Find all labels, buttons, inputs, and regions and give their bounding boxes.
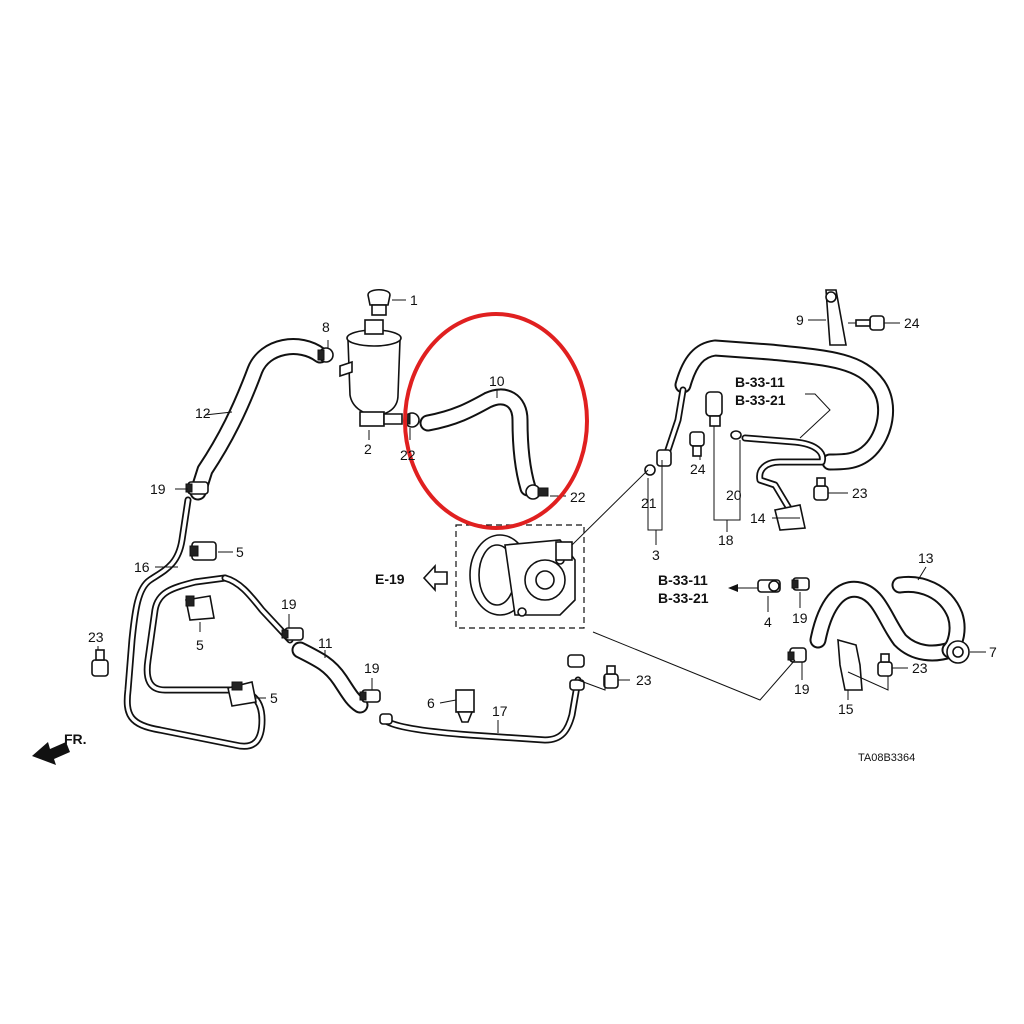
clamp-22-right (525, 484, 549, 500)
callout-19-d: 19 (792, 610, 808, 626)
pipe-3 (664, 386, 687, 454)
clamp-19-b (281, 627, 304, 641)
pipe-16 (123, 496, 294, 750)
callout-10: 10 (489, 373, 505, 389)
e19-arrow (422, 563, 448, 593)
front-arrow: FR. (32, 731, 87, 765)
clamp-19-d (791, 577, 810, 591)
reference-codes: E-19 B-33-11 B-33-21 B-33-11 B-33-21 TA0… (375, 374, 915, 764)
pipe-14 (741, 434, 826, 514)
callout-21: 21 (641, 495, 657, 511)
callout-18: 18 (718, 532, 734, 548)
clamp-19-a (185, 481, 209, 495)
clamp-5-c (227, 681, 257, 707)
callout-22-b: 22 (570, 489, 586, 505)
callout-23-b: 23 (636, 672, 652, 688)
pipe-17 (384, 676, 582, 744)
hose-12 (189, 338, 329, 501)
bolt-23-b (603, 665, 619, 689)
clamp-19-e (787, 647, 807, 663)
bolt-23-c (813, 477, 829, 501)
front-label: FR. (64, 731, 87, 747)
callout-14: 14 (750, 510, 766, 526)
callout-22-a: 22 (400, 447, 416, 463)
callout-23-c: 23 (852, 485, 868, 501)
callout-11: 11 (318, 635, 333, 651)
bracket-9 (825, 289, 847, 346)
cap-1 (367, 288, 391, 316)
diagram-code: TA08B3364 (858, 752, 915, 764)
clamp-7 (946, 640, 970, 664)
callout-5-c: 5 (270, 690, 278, 706)
callout-12: 12 (195, 405, 211, 421)
fitting-pump-outlet (379, 449, 672, 725)
switch-20 (705, 391, 723, 427)
callout-17: 17 (492, 703, 508, 719)
callout-13: 13 (918, 550, 934, 566)
hose-11 (291, 641, 369, 714)
fitting-4 (757, 579, 781, 593)
bolt-23-a (91, 649, 109, 677)
ref-b3321-top: B-33-21 (735, 392, 786, 408)
callout-19-b: 19 (281, 596, 297, 612)
callout-labels: 1 2 3 4 5 5 5 6 7 8 9 10 11 12 13 14 15 … (88, 292, 997, 719)
callout-5-b: 5 (196, 637, 204, 653)
pump-e19 (455, 524, 585, 629)
callout-4: 4 (764, 614, 772, 630)
callout-23-d: 23 (912, 660, 928, 676)
callout-16: 16 (134, 559, 150, 575)
clamp-5-a (189, 541, 217, 561)
callout-5-a: 5 (236, 544, 244, 560)
clamp-5-b (185, 595, 215, 621)
callout-3: 3 (652, 547, 660, 563)
reservoir-2 (339, 319, 403, 427)
bolt-24-a (855, 315, 885, 331)
callout-8: 8 (322, 319, 330, 335)
callout-1: 1 (410, 292, 418, 308)
callout-15: 15 (838, 701, 854, 717)
callout-19-a: 19 (150, 481, 166, 497)
callout-2: 2 (364, 441, 372, 457)
callout-19-c: 19 (364, 660, 380, 676)
clamp-19-c (359, 689, 381, 703)
ref-b3311-top: B-33-11 (735, 374, 785, 390)
clamp-8 (317, 347, 334, 363)
callout-23-a: 23 (88, 629, 104, 645)
ref-e19: E-19 (375, 571, 405, 587)
ref-b3311-mid: B-33-11 (658, 572, 708, 588)
callout-19-e: 19 (794, 681, 810, 697)
hose-10 (419, 388, 537, 497)
hose-18 (674, 339, 894, 471)
callout-24-a: 24 (904, 315, 920, 331)
callout-9: 9 (796, 312, 804, 328)
bracket-15 (837, 638, 863, 691)
callout-24-b: 24 (690, 461, 706, 477)
callout-20: 20 (726, 487, 742, 503)
ref-b3321-mid: B-33-21 (658, 590, 709, 606)
bolt-24-b (689, 431, 705, 457)
leader-lines (97, 299, 986, 733)
oring-20 (730, 430, 742, 440)
callout-7: 7 (989, 644, 997, 660)
oring-21 (644, 464, 656, 476)
callout-6: 6 (427, 695, 435, 711)
bolt-23-d (877, 653, 893, 677)
clip-6 (455, 689, 475, 723)
highlight-circle (403, 312, 589, 530)
